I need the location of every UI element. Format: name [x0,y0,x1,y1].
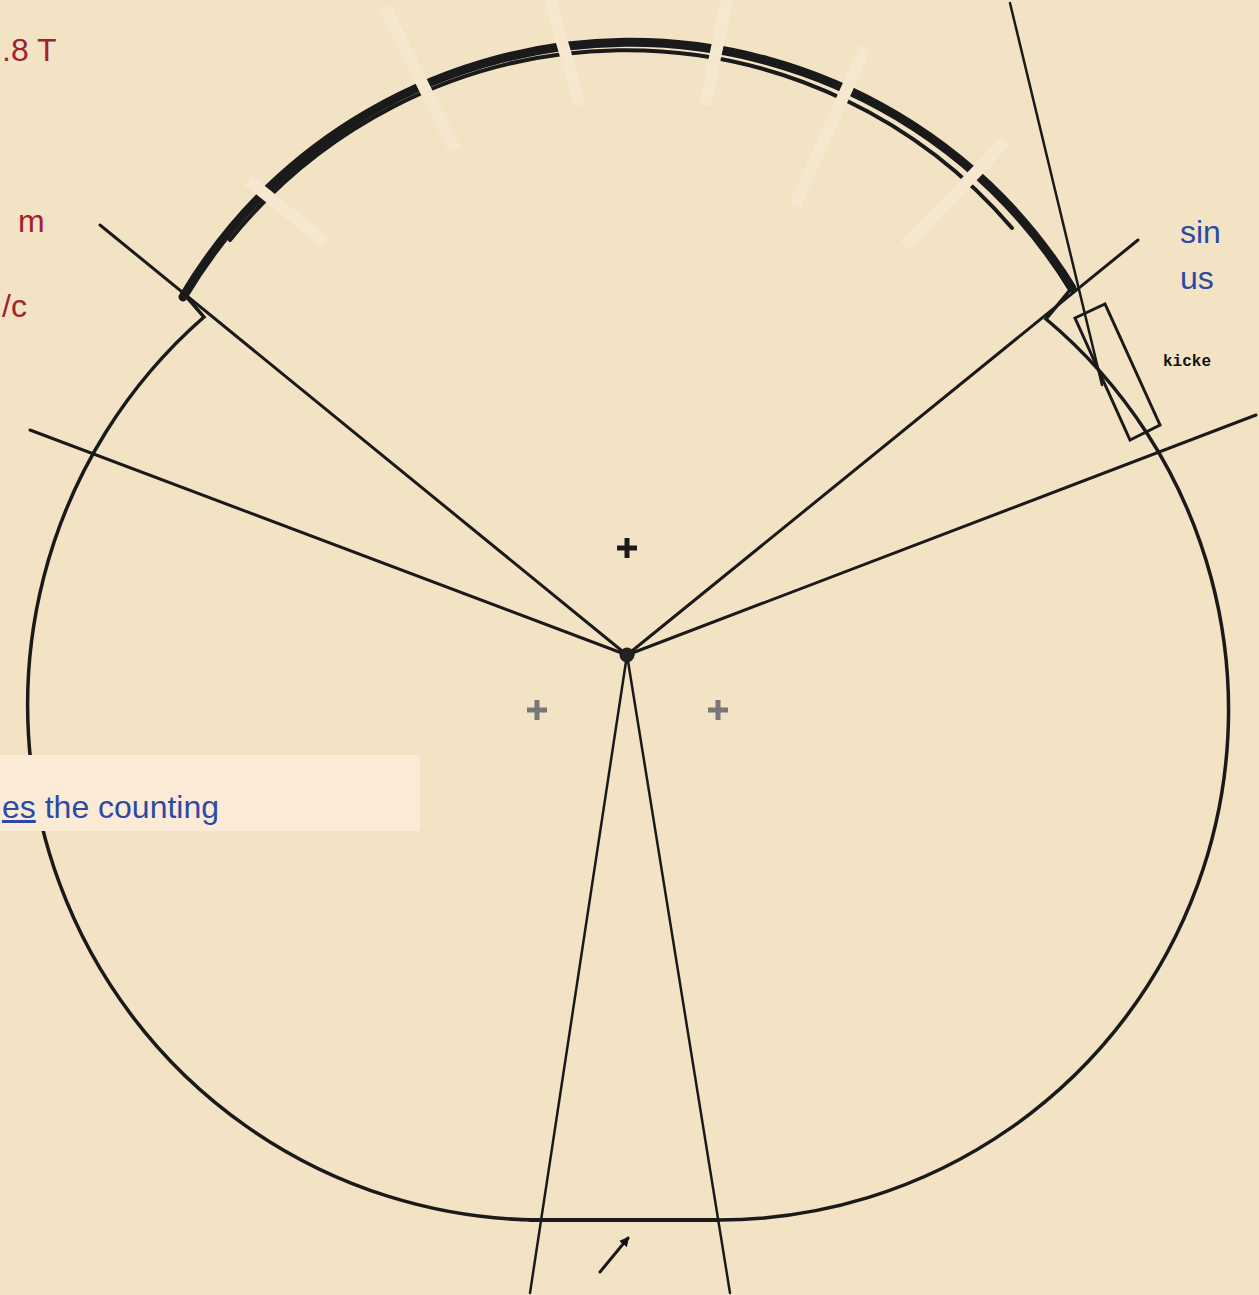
note-text: us [1180,262,1214,294]
radius-label: m [18,205,45,237]
note-text: sin [1180,216,1221,248]
momentum-label: /c [2,290,27,322]
field-label: .8 T [2,34,57,66]
note-text: es the counting [2,791,410,823]
kicker-label: kicke [1163,354,1211,370]
note-box: es the counting [0,755,420,831]
